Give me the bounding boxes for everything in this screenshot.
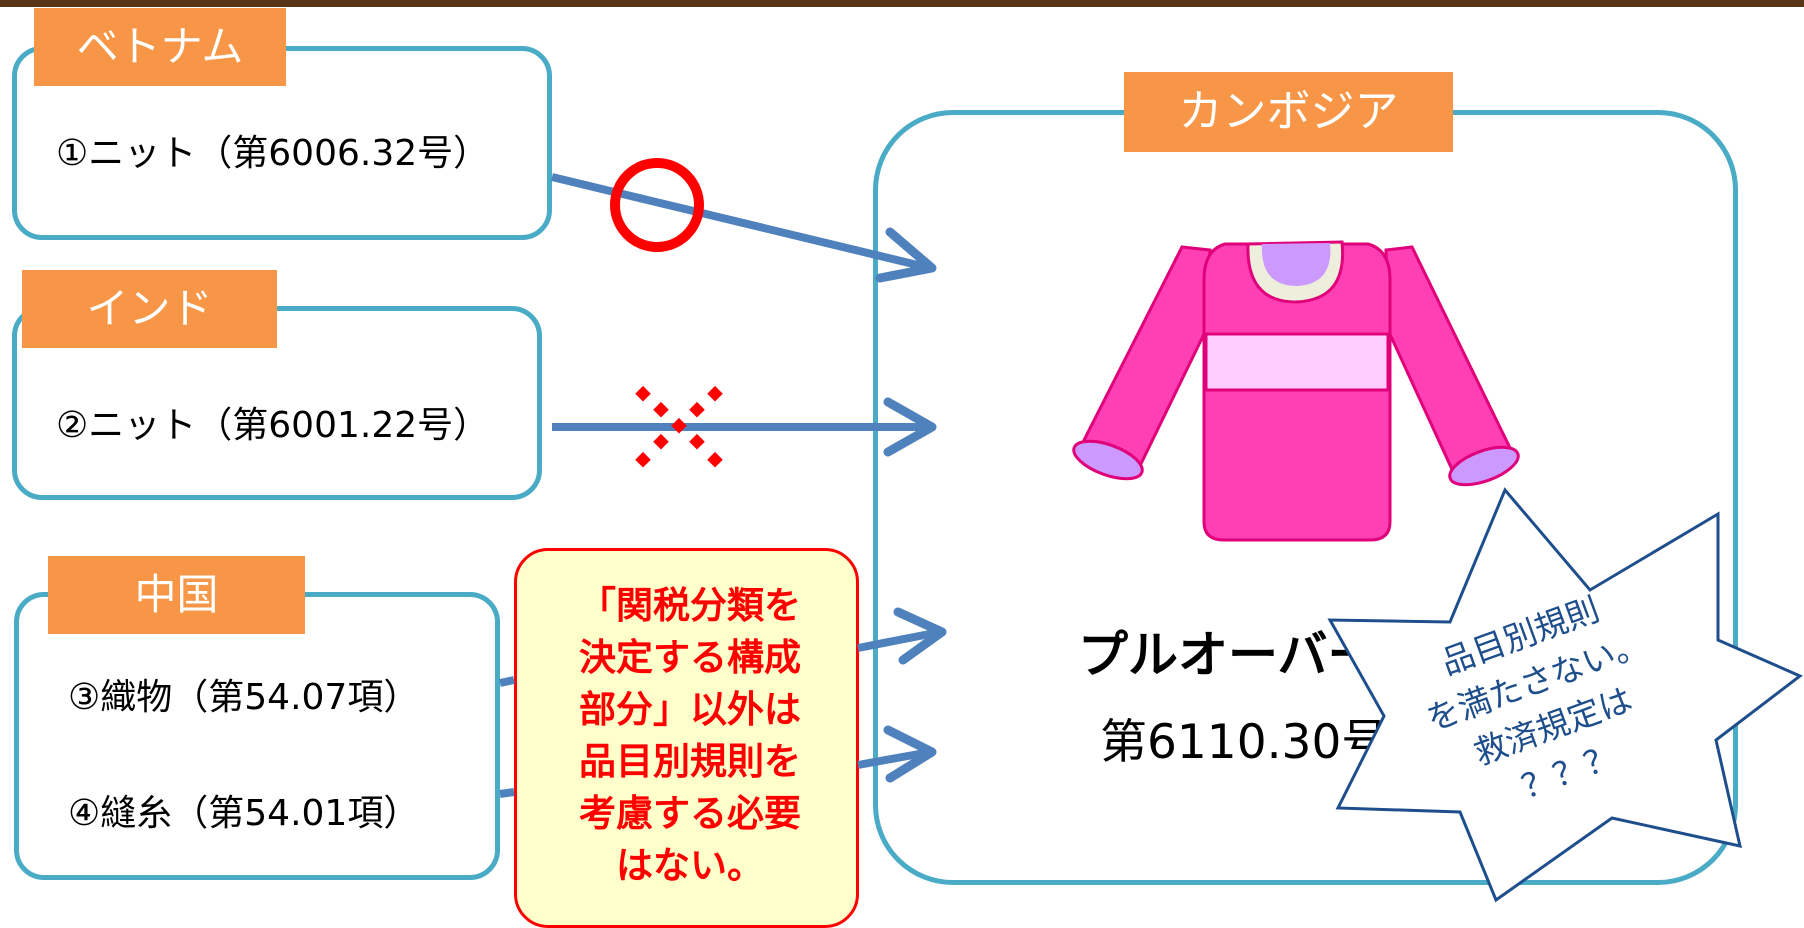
callout-star-shape (1327, 487, 1803, 903)
arrow-sewing-thread (499, 725, 937, 798)
tag-cambodia: カンボジア (1124, 72, 1453, 152)
top-border (0, 0, 1804, 7)
product-code: 第6110.30号 (1100, 715, 1389, 770)
pullover-icon (1072, 240, 1520, 542)
arrow-india (552, 397, 937, 457)
ok-mark-icon (610, 158, 704, 252)
item-knit-vietnam: ①ニット（第6006.32号） (56, 133, 490, 174)
item-knit-india: ②ニット（第6001.22号） (56, 405, 490, 446)
tag-china: 中国 (48, 556, 305, 634)
product-name: プルオーバー (1078, 626, 1378, 684)
tag-vietnam: ベトナム (34, 8, 286, 86)
item-woven-fabric: ③織物（第54.07項） (68, 677, 420, 718)
note-box (514, 548, 859, 928)
note-text: 「関税分類を 決定する構成 部分」以外は 品目別規則を 考慮する必要 はない。 (579, 584, 801, 887)
arrow-woven-fabric (499, 607, 947, 687)
ng-mark-icon (635, 385, 723, 468)
item-sewing-thread: ④縫糸（第54.01項） (68, 793, 420, 834)
tag-india: インド (22, 270, 277, 348)
